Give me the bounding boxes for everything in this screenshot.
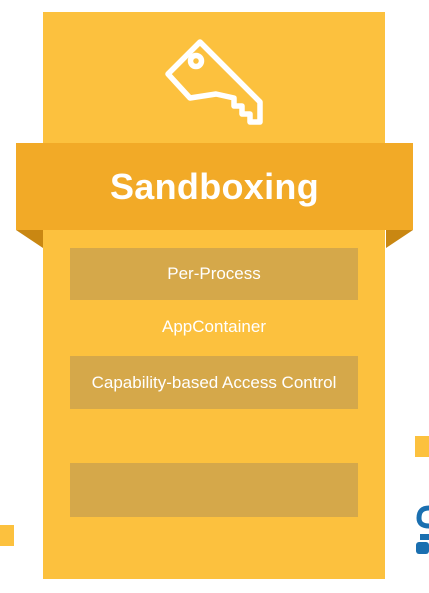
title-ribbon: Sandboxing	[16, 143, 413, 230]
item-per-process: Per-Process	[70, 248, 358, 300]
item-empty	[70, 463, 358, 517]
cut-off-logo-icon	[416, 505, 429, 554]
item-label: Per-Process	[167, 264, 261, 283]
item-label: Capability-based Access Control	[91, 372, 337, 392]
left-edge-square	[0, 525, 14, 546]
ribbon-fold-left	[16, 230, 43, 248]
item-label: AppContainer	[162, 317, 266, 336]
card-title: Sandboxing	[110, 165, 319, 207]
key-icon	[165, 39, 263, 125]
item-appcontainer: AppContainer	[70, 317, 358, 337]
item-capability-access-control: Capability-based Access Control	[70, 356, 358, 409]
ribbon-fold-right	[386, 230, 413, 248]
right-edge-square	[415, 436, 429, 457]
